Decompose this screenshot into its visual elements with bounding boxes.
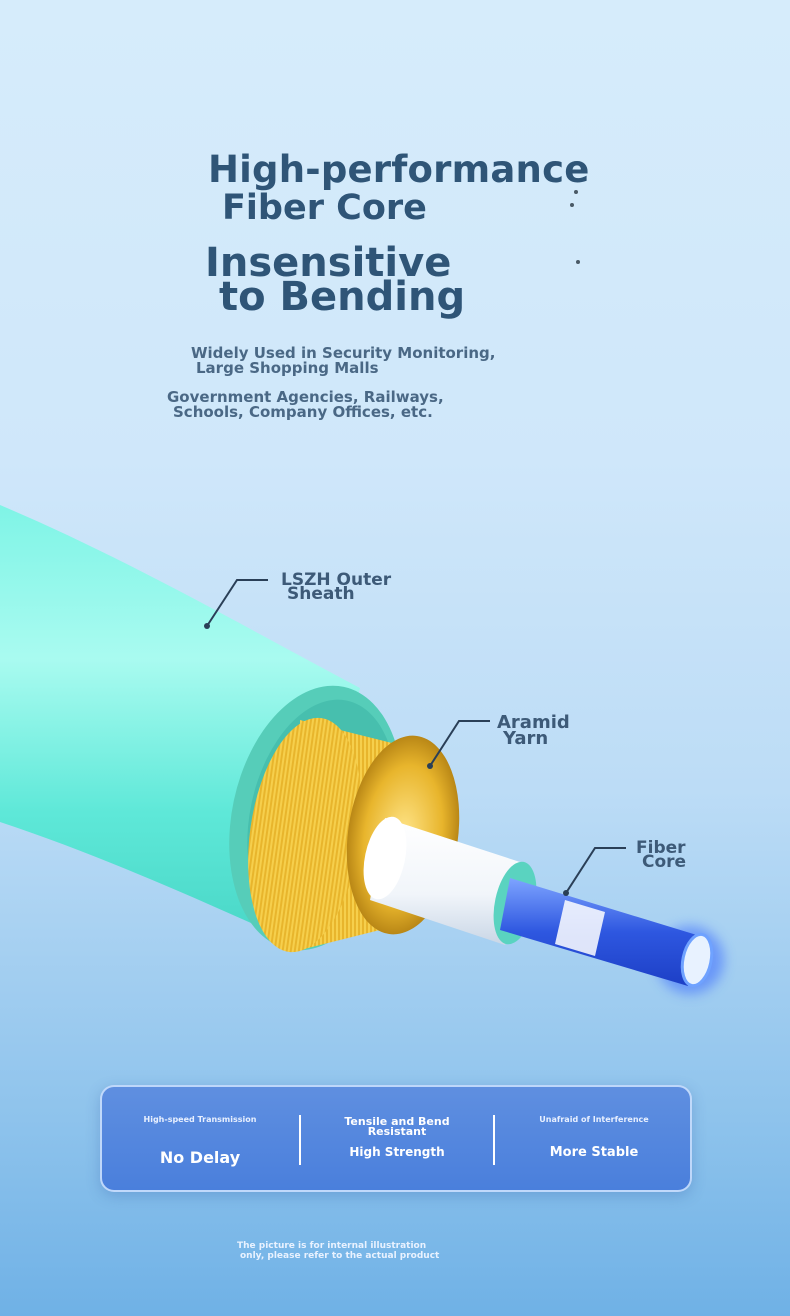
feature-title: More Stable: [549, 1145, 639, 1160]
footnote-line-1: The picture is for internal illustration: [237, 1241, 427, 1251]
feature-high-strength: Tensile and Bend Resistant High Strength: [300, 1087, 494, 1190]
feature-caption: Unafraid of Interference: [539, 1115, 649, 1124]
callout-aramid-dot: [427, 763, 433, 769]
decor-speck: [574, 190, 578, 194]
fiber-core-face: [680, 932, 714, 988]
fiber-cladding: [555, 900, 605, 956]
buffer-tube: [370, 818, 520, 945]
decor-speck: [570, 203, 574, 207]
buffer-tube-face-left: [363, 816, 407, 900]
feature-caption: Tensile and Bend: [344, 1115, 450, 1128]
feature-panel: High-speed Transmission No Delay Tensile…: [100, 1085, 692, 1192]
aramid-yarn-left: [248, 717, 362, 953]
callout-fiber-line: [565, 847, 626, 894]
callout-aramid-line: [429, 720, 490, 767]
footnote-line-2: only, please refer to the actual product: [240, 1251, 440, 1261]
callout-sheath-dot: [204, 623, 210, 629]
callout-fiber-dot: [563, 890, 569, 896]
feature-caption: High-speed Transmission: [143, 1115, 257, 1124]
feature-divider: [493, 1115, 495, 1165]
feature-title: High Strength: [349, 1145, 445, 1159]
feature-caption: Resistant: [367, 1125, 427, 1138]
feature-title: No Delay: [159, 1148, 241, 1167]
decor-speck: [576, 260, 580, 264]
feature-no-delay: High-speed Transmission No Delay: [102, 1087, 298, 1190]
feature-more-stable: Unafraid of Interference More Stable: [496, 1087, 692, 1190]
callout-sheath-line: [206, 579, 268, 627]
feature-divider: [299, 1115, 301, 1165]
